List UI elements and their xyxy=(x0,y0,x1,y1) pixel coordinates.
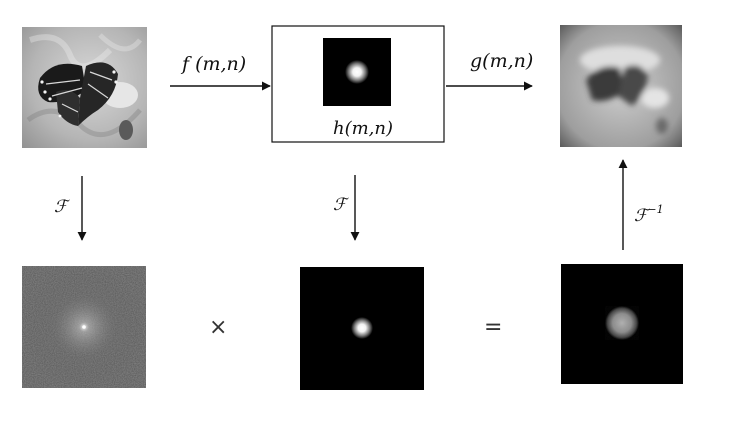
input-spectrum-image xyxy=(22,266,146,388)
filter-label: h(m,n) xyxy=(333,118,393,139)
butterfly-shape xyxy=(38,62,118,126)
inverse-ft-base: ℱ xyxy=(634,206,651,226)
filter-kernel-image xyxy=(323,38,391,106)
ft-left-label: ℱ xyxy=(54,197,71,217)
equals-symbol: = xyxy=(484,315,502,340)
inverse-ft-label: ℱ−1 xyxy=(634,203,664,226)
product-spectrum-image xyxy=(561,264,683,384)
filter-spectrum-image xyxy=(300,267,424,390)
ft-middle-label: ℱ xyxy=(333,195,350,215)
multiply-symbol: × xyxy=(209,315,227,340)
output-image xyxy=(560,25,682,147)
inverse-ft-sup: −1 xyxy=(647,203,663,216)
input-image xyxy=(22,27,147,148)
output-signal-label: g(m,n) xyxy=(470,50,533,72)
input-signal-label: f (m,n) xyxy=(180,53,246,75)
